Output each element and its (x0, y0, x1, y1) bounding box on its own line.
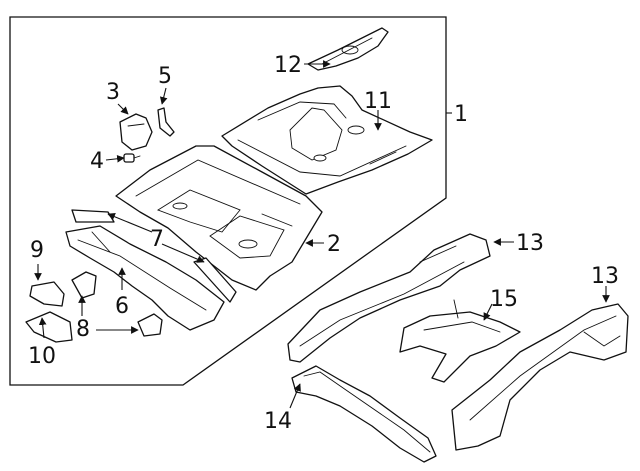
callout-4: 4 (90, 149, 104, 174)
part-8-brackets (71, 271, 163, 337)
part-13-rear-rail (451, 303, 629, 451)
part-6-side-member (65, 225, 225, 331)
callout-13-front: 13 (516, 231, 544, 256)
part-9-bracket (29, 281, 65, 307)
part-7-rail (71, 209, 237, 303)
callout-11: 11 (364, 89, 392, 114)
callout-6: 6 (115, 294, 129, 319)
part-15-crossmember (399, 299, 521, 383)
part-12-bracket (307, 27, 389, 71)
assembly-frame (9, 16, 447, 386)
part-4-clip (123, 153, 141, 163)
part-11-rear-floor-pan (221, 85, 433, 195)
callout-5: 5 (158, 64, 172, 89)
part-13-crossmember-front (287, 233, 491, 363)
part-3-bracket (119, 113, 153, 151)
callout-15: 15 (490, 287, 518, 312)
callout-8: 8 (76, 317, 90, 342)
leader-lines (34, 60, 610, 409)
callout-2: 2 (327, 232, 341, 257)
callout-10: 10 (28, 344, 56, 369)
callout-12: 12 (274, 53, 302, 78)
part-14-side-rail (291, 365, 437, 463)
callout-7: 7 (150, 227, 164, 252)
part-2-front-floor-pan (115, 145, 323, 291)
callout-1: 1 (454, 102, 468, 127)
callout-13-rear: 13 (591, 264, 619, 289)
callout-3: 3 (106, 80, 120, 105)
callout-14: 14 (264, 409, 292, 434)
callout-9: 9 (30, 238, 44, 263)
part-5-bracket (157, 107, 175, 137)
part-10-bracket (25, 311, 73, 343)
